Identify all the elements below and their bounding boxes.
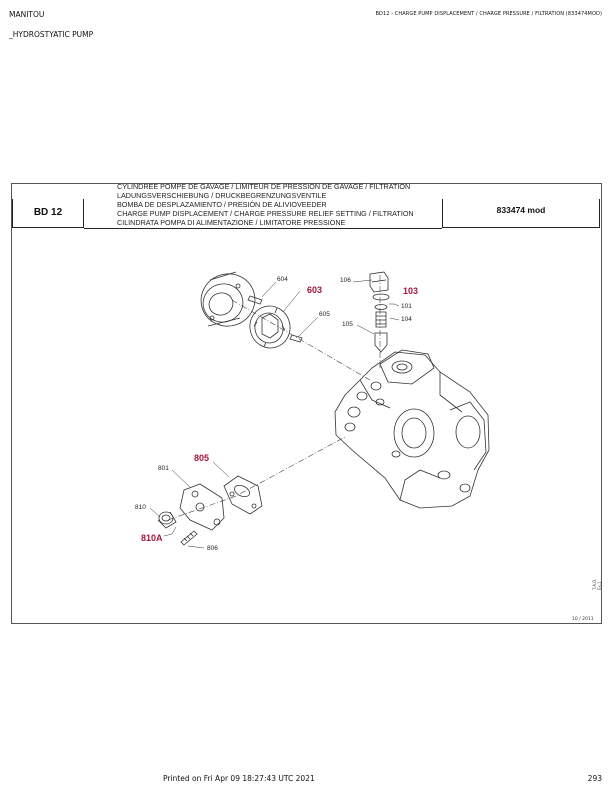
revision-date: 10 / 2011 [572,617,594,622]
callout-106: 106 [340,277,351,284]
printed-timestamp: Printed on Fri Apr 09 18:27:43 UTC 2021 [163,774,315,783]
gasket-805 [223,475,263,515]
callout-604: 604 [277,276,288,283]
sheet-code-box [12,199,84,228]
model-number: 833474 mod [496,205,546,215]
brand-label: MANITOU [9,10,45,19]
callout-810a: 810A [141,533,163,543]
drawing-sheet [11,183,602,624]
screw-806 [180,530,198,546]
title-line-en: CHARGE PUMP DISPLACEMENT / CHARGE PRESSU… [117,209,414,218]
title-rule [84,228,442,229]
title-line-fr: CYLINDREE POMPE DE GAVAGE / LIMITEUR DE … [117,182,411,191]
document-title: BD12 - CHARGE PUMP DISPLACEMENT / CHARGE… [375,11,602,17]
title-line-es: BOMBA DE DESPLAZAMIENTO / PRESIÓN DE ALI… [117,200,327,209]
charge-pump-ring [200,271,256,327]
sheet-title: CYLINDREE POMPE DE GAVAGE / LIMITEUR DE … [117,182,414,227]
callout-105: 105 [342,321,353,328]
gerotor-gear-603 [249,305,291,349]
callout-810: 810 [135,504,146,511]
section-label: _HYDROSTYATIC PUMP [9,30,94,39]
key-605 [289,334,303,343]
callout-801: 801 [158,465,169,472]
callout-605: 605 [319,311,330,318]
callout-103: 103 [403,286,419,296]
title-line-it: CILINDRATA POMPA DI ALIMENTAZIONE / LIMI… [117,218,346,227]
model-box [442,199,600,228]
pin-604 [247,295,263,305]
plug-810 [157,511,177,529]
callout-806: 806 [207,545,218,552]
assembly-axes [167,275,381,521]
title-line-de: LADUNGSVERSCHIEBUNG / DRUCKBEGRENZUNGSVE… [117,191,327,200]
callout-805: 805 [194,453,210,463]
callout-104: 104 [401,316,412,323]
relief-valve-stack [369,271,390,353]
callout-101: 101 [401,303,412,310]
cover-plate-801 [179,483,225,531]
leader-lines [149,279,400,549]
pump-housing [334,349,490,509]
page-number: 293 [587,774,602,783]
callout-603: 603 [307,285,323,295]
drawing-reference-tag: T.A.D. Ex.1 [592,578,602,590]
sheet-code: BD 12 [33,207,63,218]
